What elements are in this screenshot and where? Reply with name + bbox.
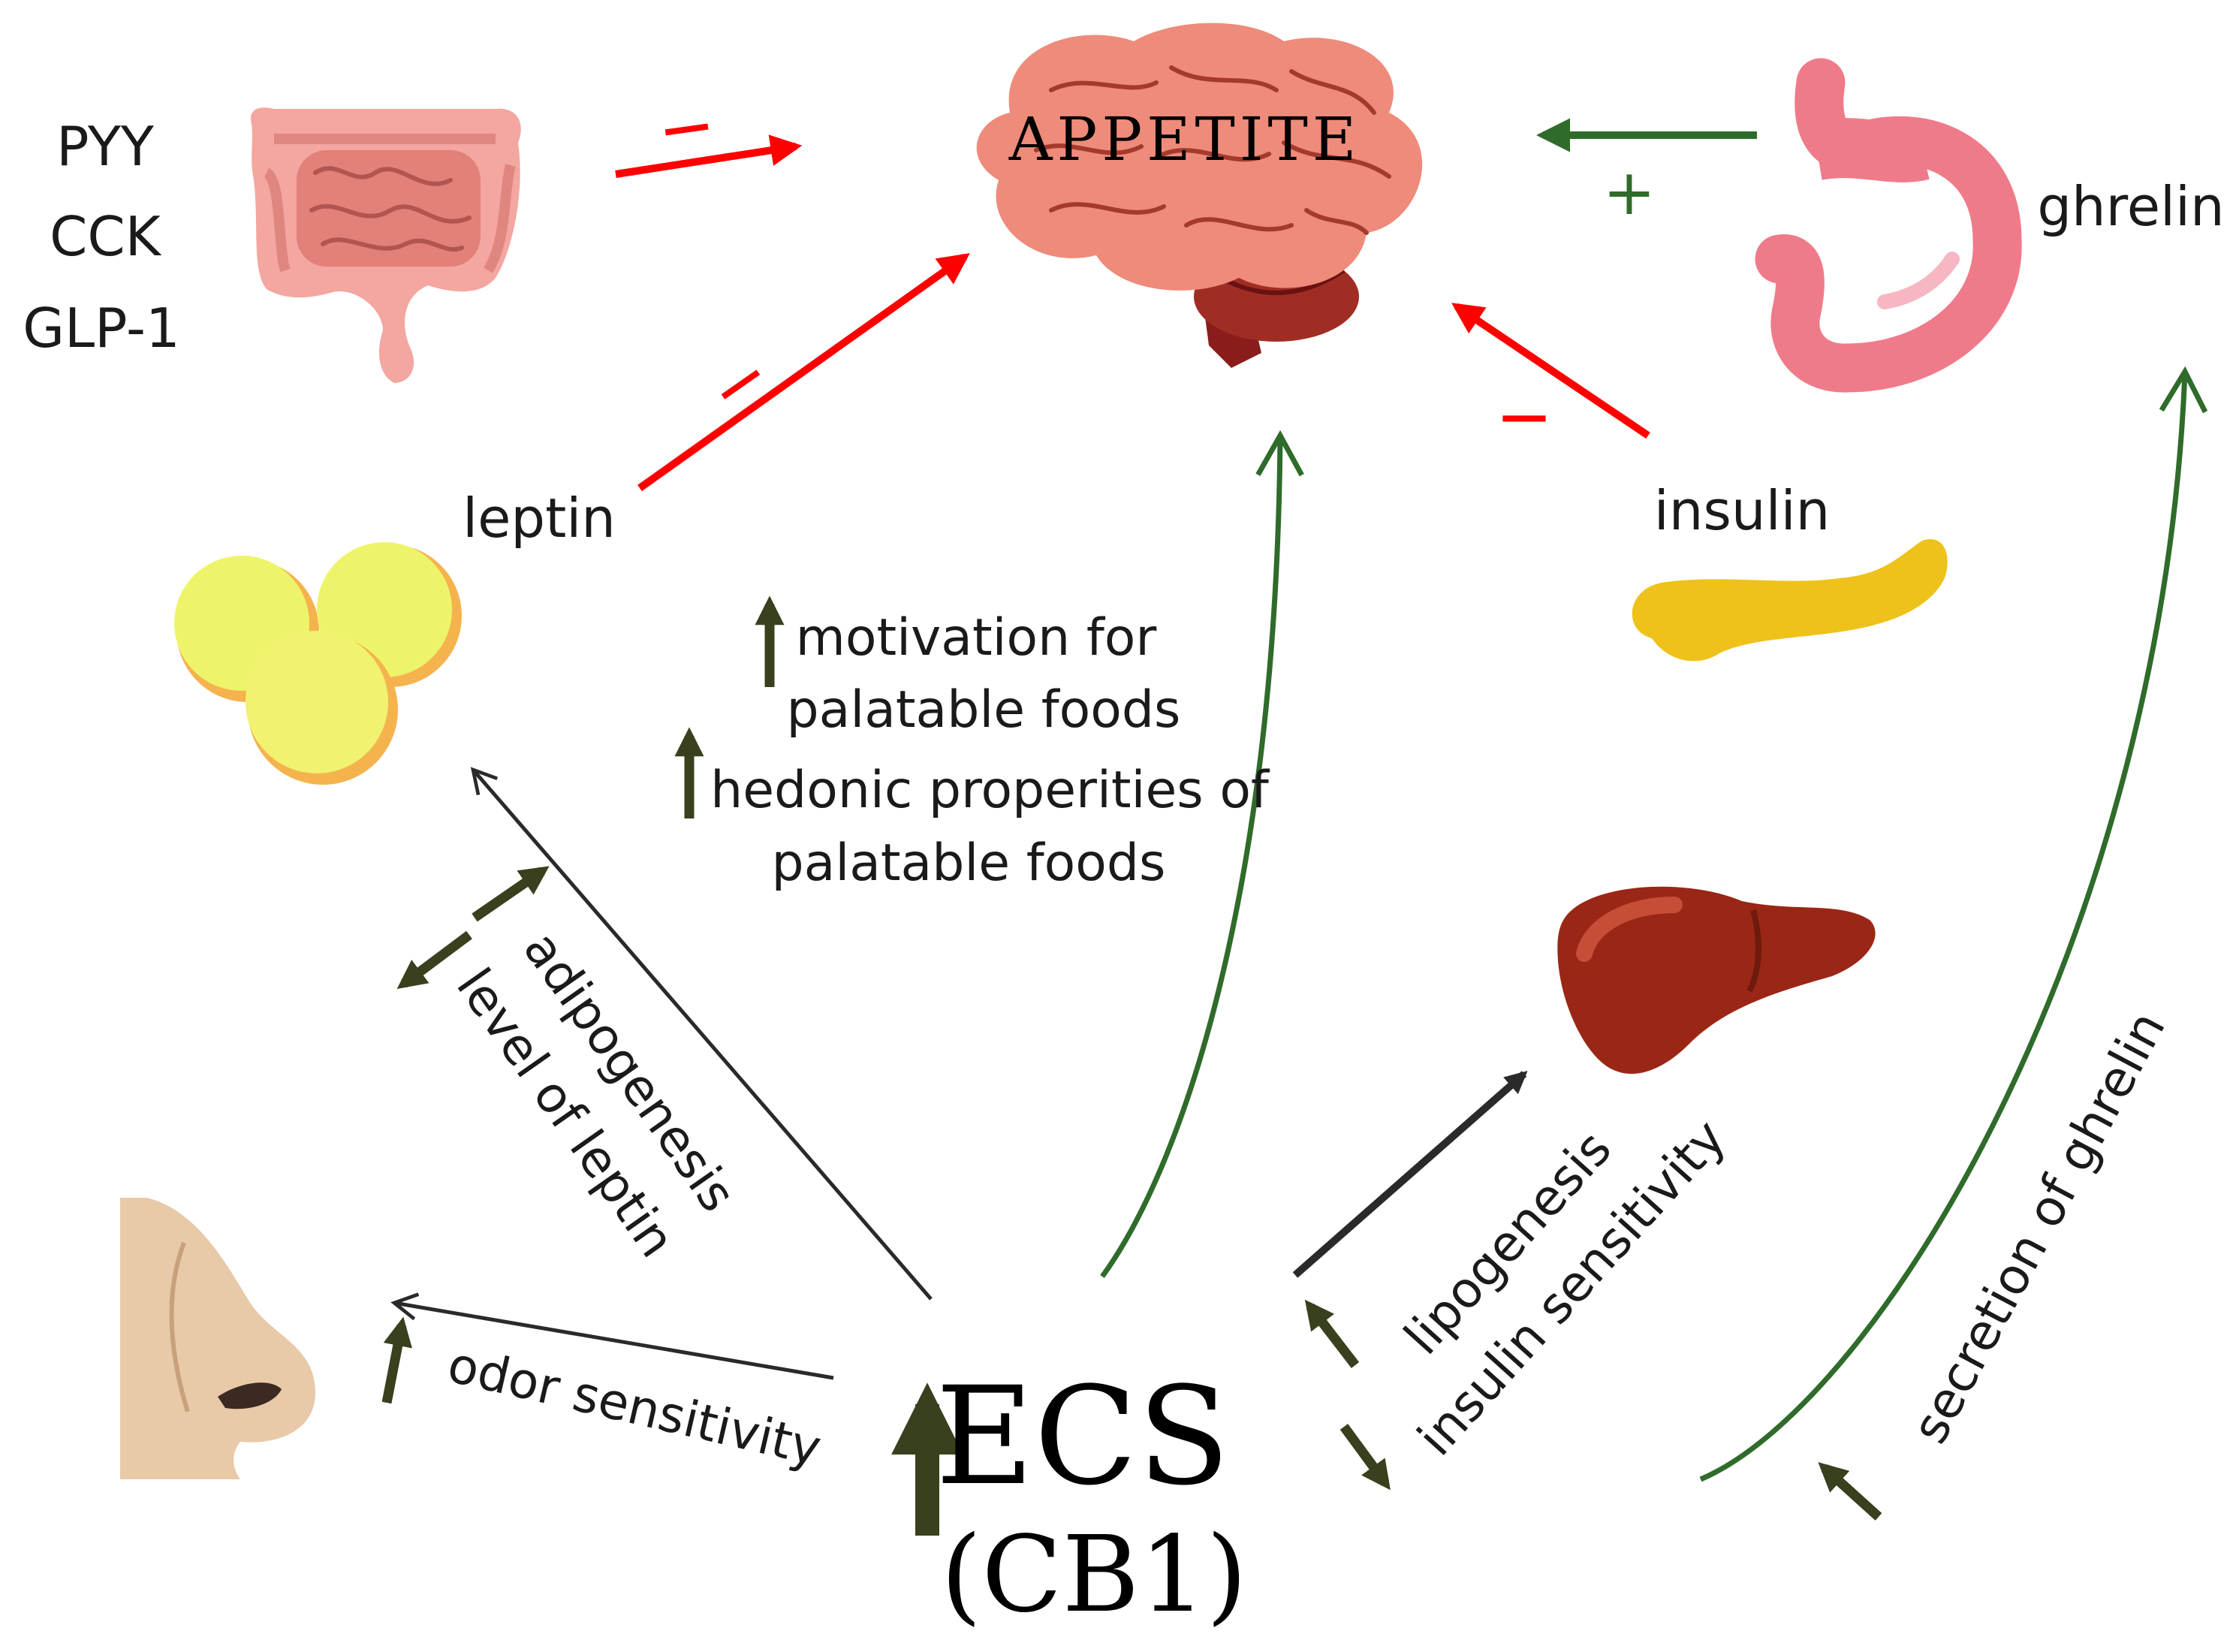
insulin-sensitivity-decrease-arrow bbox=[1339, 1424, 1391, 1491]
ecs-to-nose-arrow bbox=[390, 1292, 834, 1380]
odor-sensitivity-label: odor sensitivity bbox=[442, 1336, 826, 1478]
insulin-label: insulin bbox=[1654, 479, 1830, 542]
ecs-to-adipocytes-arrow bbox=[470, 767, 933, 1301]
leptin-to-appetite-arrow bbox=[637, 253, 970, 492]
ecs-to-ghrelin-arrow bbox=[1699, 366, 2208, 1482]
insulin-inhibit-sign: — bbox=[1500, 388, 1548, 444]
liver-icon bbox=[1557, 886, 1876, 1074]
nose-icon bbox=[120, 1198, 315, 1479]
hormone-glp1: GLP-1 bbox=[23, 297, 180, 360]
appetite-label: APPETITE bbox=[1008, 104, 1361, 174]
pancreas-icon bbox=[1632, 539, 1948, 662]
motivation-line1: motivation for bbox=[796, 608, 1157, 668]
odor-increase-arrow bbox=[381, 1316, 412, 1404]
hormone-cck: CCK bbox=[50, 205, 162, 268]
leptin-inhibit-sign: — bbox=[704, 346, 775, 419]
ecs-to-appetite-arrow bbox=[1100, 430, 1304, 1279]
ghrelin-stimulate-sign: + bbox=[1603, 155, 1656, 229]
adipocytes-icon bbox=[174, 542, 462, 785]
leptin-level-decrease-arrow bbox=[396, 930, 472, 990]
intestine-icon bbox=[251, 107, 521, 383]
gut-inhibit-sign: — bbox=[658, 96, 714, 158]
lipogenesis-increase-arrow bbox=[1304, 1299, 1360, 1368]
hedonic-line1: hedonic properities of bbox=[710, 761, 1270, 820]
ecs-label: ECS bbox=[936, 1358, 1230, 1515]
adipogenesis-increase-arrow bbox=[472, 866, 550, 922]
leptin-label: leptin bbox=[463, 487, 616, 550]
gut-to-appetite-arrow bbox=[615, 134, 803, 178]
ecs-to-liver-arrow bbox=[1292, 1071, 1528, 1278]
stomach-icon bbox=[1755, 58, 2022, 393]
ghrelin-secretion-label: secretion of ghrelin bbox=[1900, 1002, 2177, 1453]
motivation-line2: palatable foods bbox=[787, 680, 1181, 740]
cb1-label: (CB1) bbox=[941, 1514, 1247, 1636]
hedonic-line2: palatable foods bbox=[772, 834, 1166, 893]
brain-icon bbox=[976, 23, 1423, 368]
hormone-pyy: PYY bbox=[56, 115, 155, 178]
ghrelin-label: ghrelin bbox=[2037, 175, 2224, 238]
ghrelin-secretion-increase-arrow bbox=[1818, 1462, 1882, 1521]
insulin-to-appetite-arrow bbox=[1451, 303, 1650, 439]
